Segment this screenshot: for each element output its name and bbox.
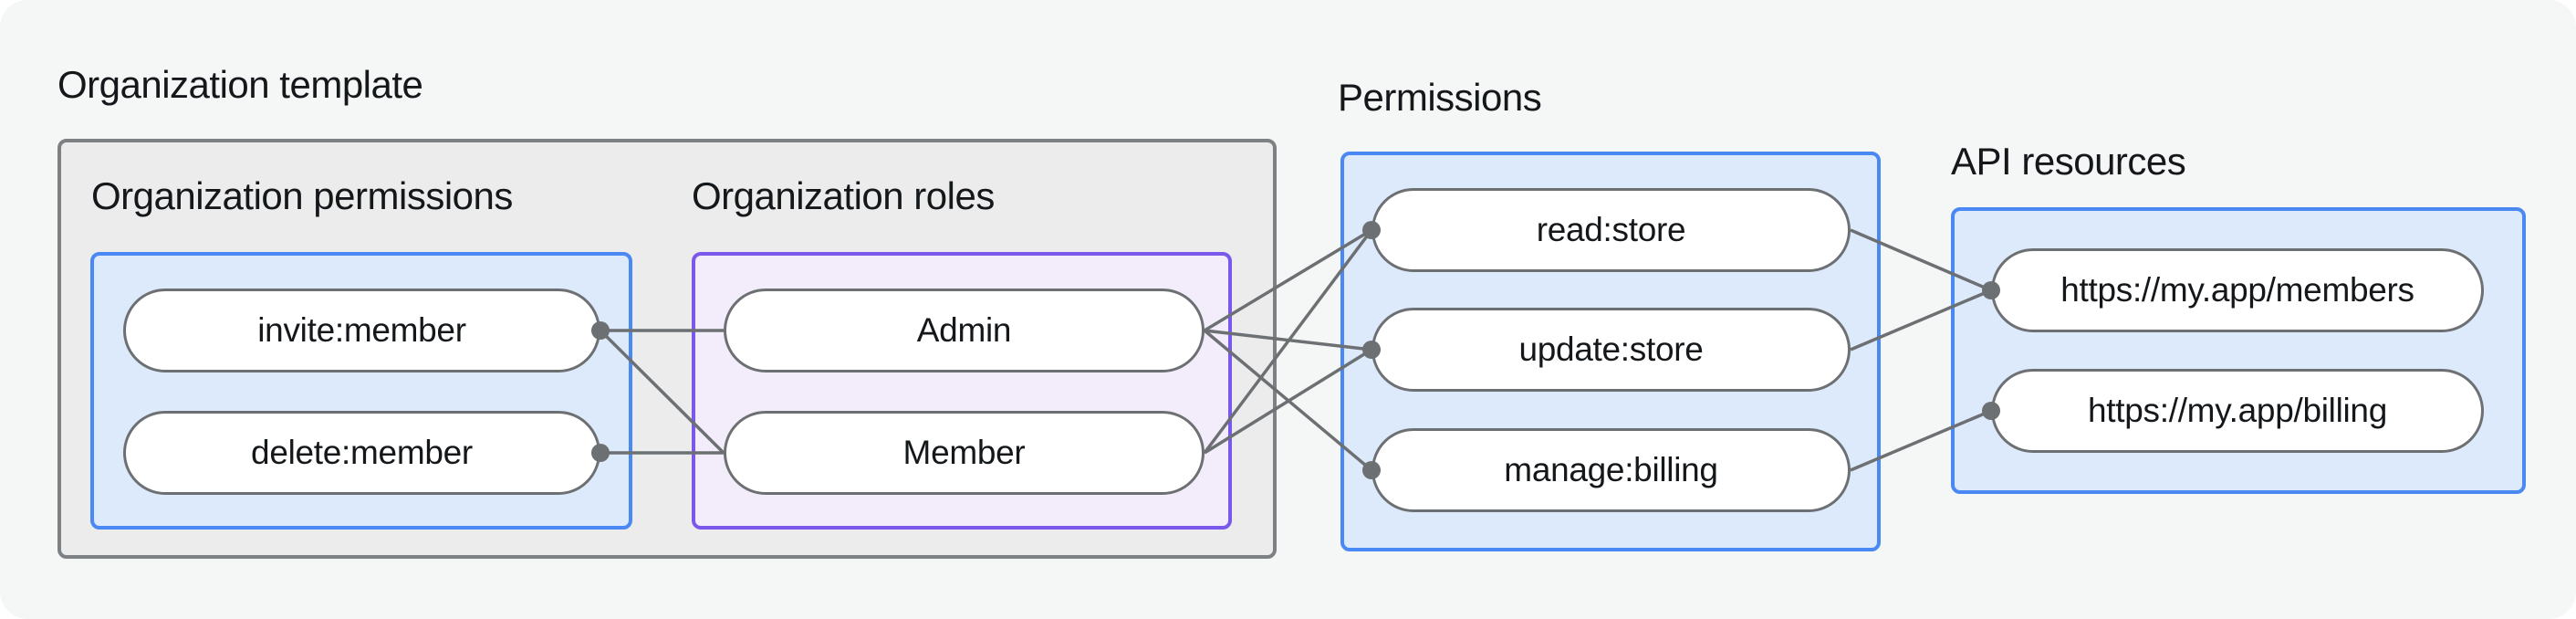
node-delete-member-label: delete:member	[251, 434, 473, 471]
node-admin-label: Admin	[916, 311, 1012, 349]
node-delete-member: delete:member	[123, 411, 600, 495]
node-api-billing-url: https://my.app/billing	[1991, 369, 2484, 453]
org-permissions-label: Organization permissions	[91, 174, 513, 217]
node-invite-member: invite:member	[123, 289, 600, 372]
node-member: Member	[724, 411, 1205, 495]
node-invite-member-label: invite:member	[257, 311, 466, 349]
node-member-label: Member	[902, 434, 1026, 471]
node-read-store: read:store	[1371, 188, 1851, 272]
node-api-billing-url-label: https://my.app/billing	[2088, 392, 2387, 429]
node-read-store-label: read:store	[1536, 211, 1686, 248]
node-update-store-label: update:store	[1518, 330, 1704, 368]
node-api-members-url-label: https://my.app/members	[2060, 271, 2414, 309]
permissions-label: Permissions	[1338, 76, 1542, 119]
node-admin: Admin	[724, 289, 1205, 372]
api-resources-label: API resources	[1951, 140, 2186, 183]
node-manage-billing-label: manage:billing	[1504, 451, 1718, 488]
node-manage-billing: manage:billing	[1371, 428, 1851, 512]
org-template-label: Organization template	[57, 63, 423, 106]
org-roles-label: Organization roles	[692, 174, 995, 217]
node-api-members-url: https://my.app/members	[1991, 248, 2484, 332]
node-update-store: update:store	[1371, 308, 1851, 392]
